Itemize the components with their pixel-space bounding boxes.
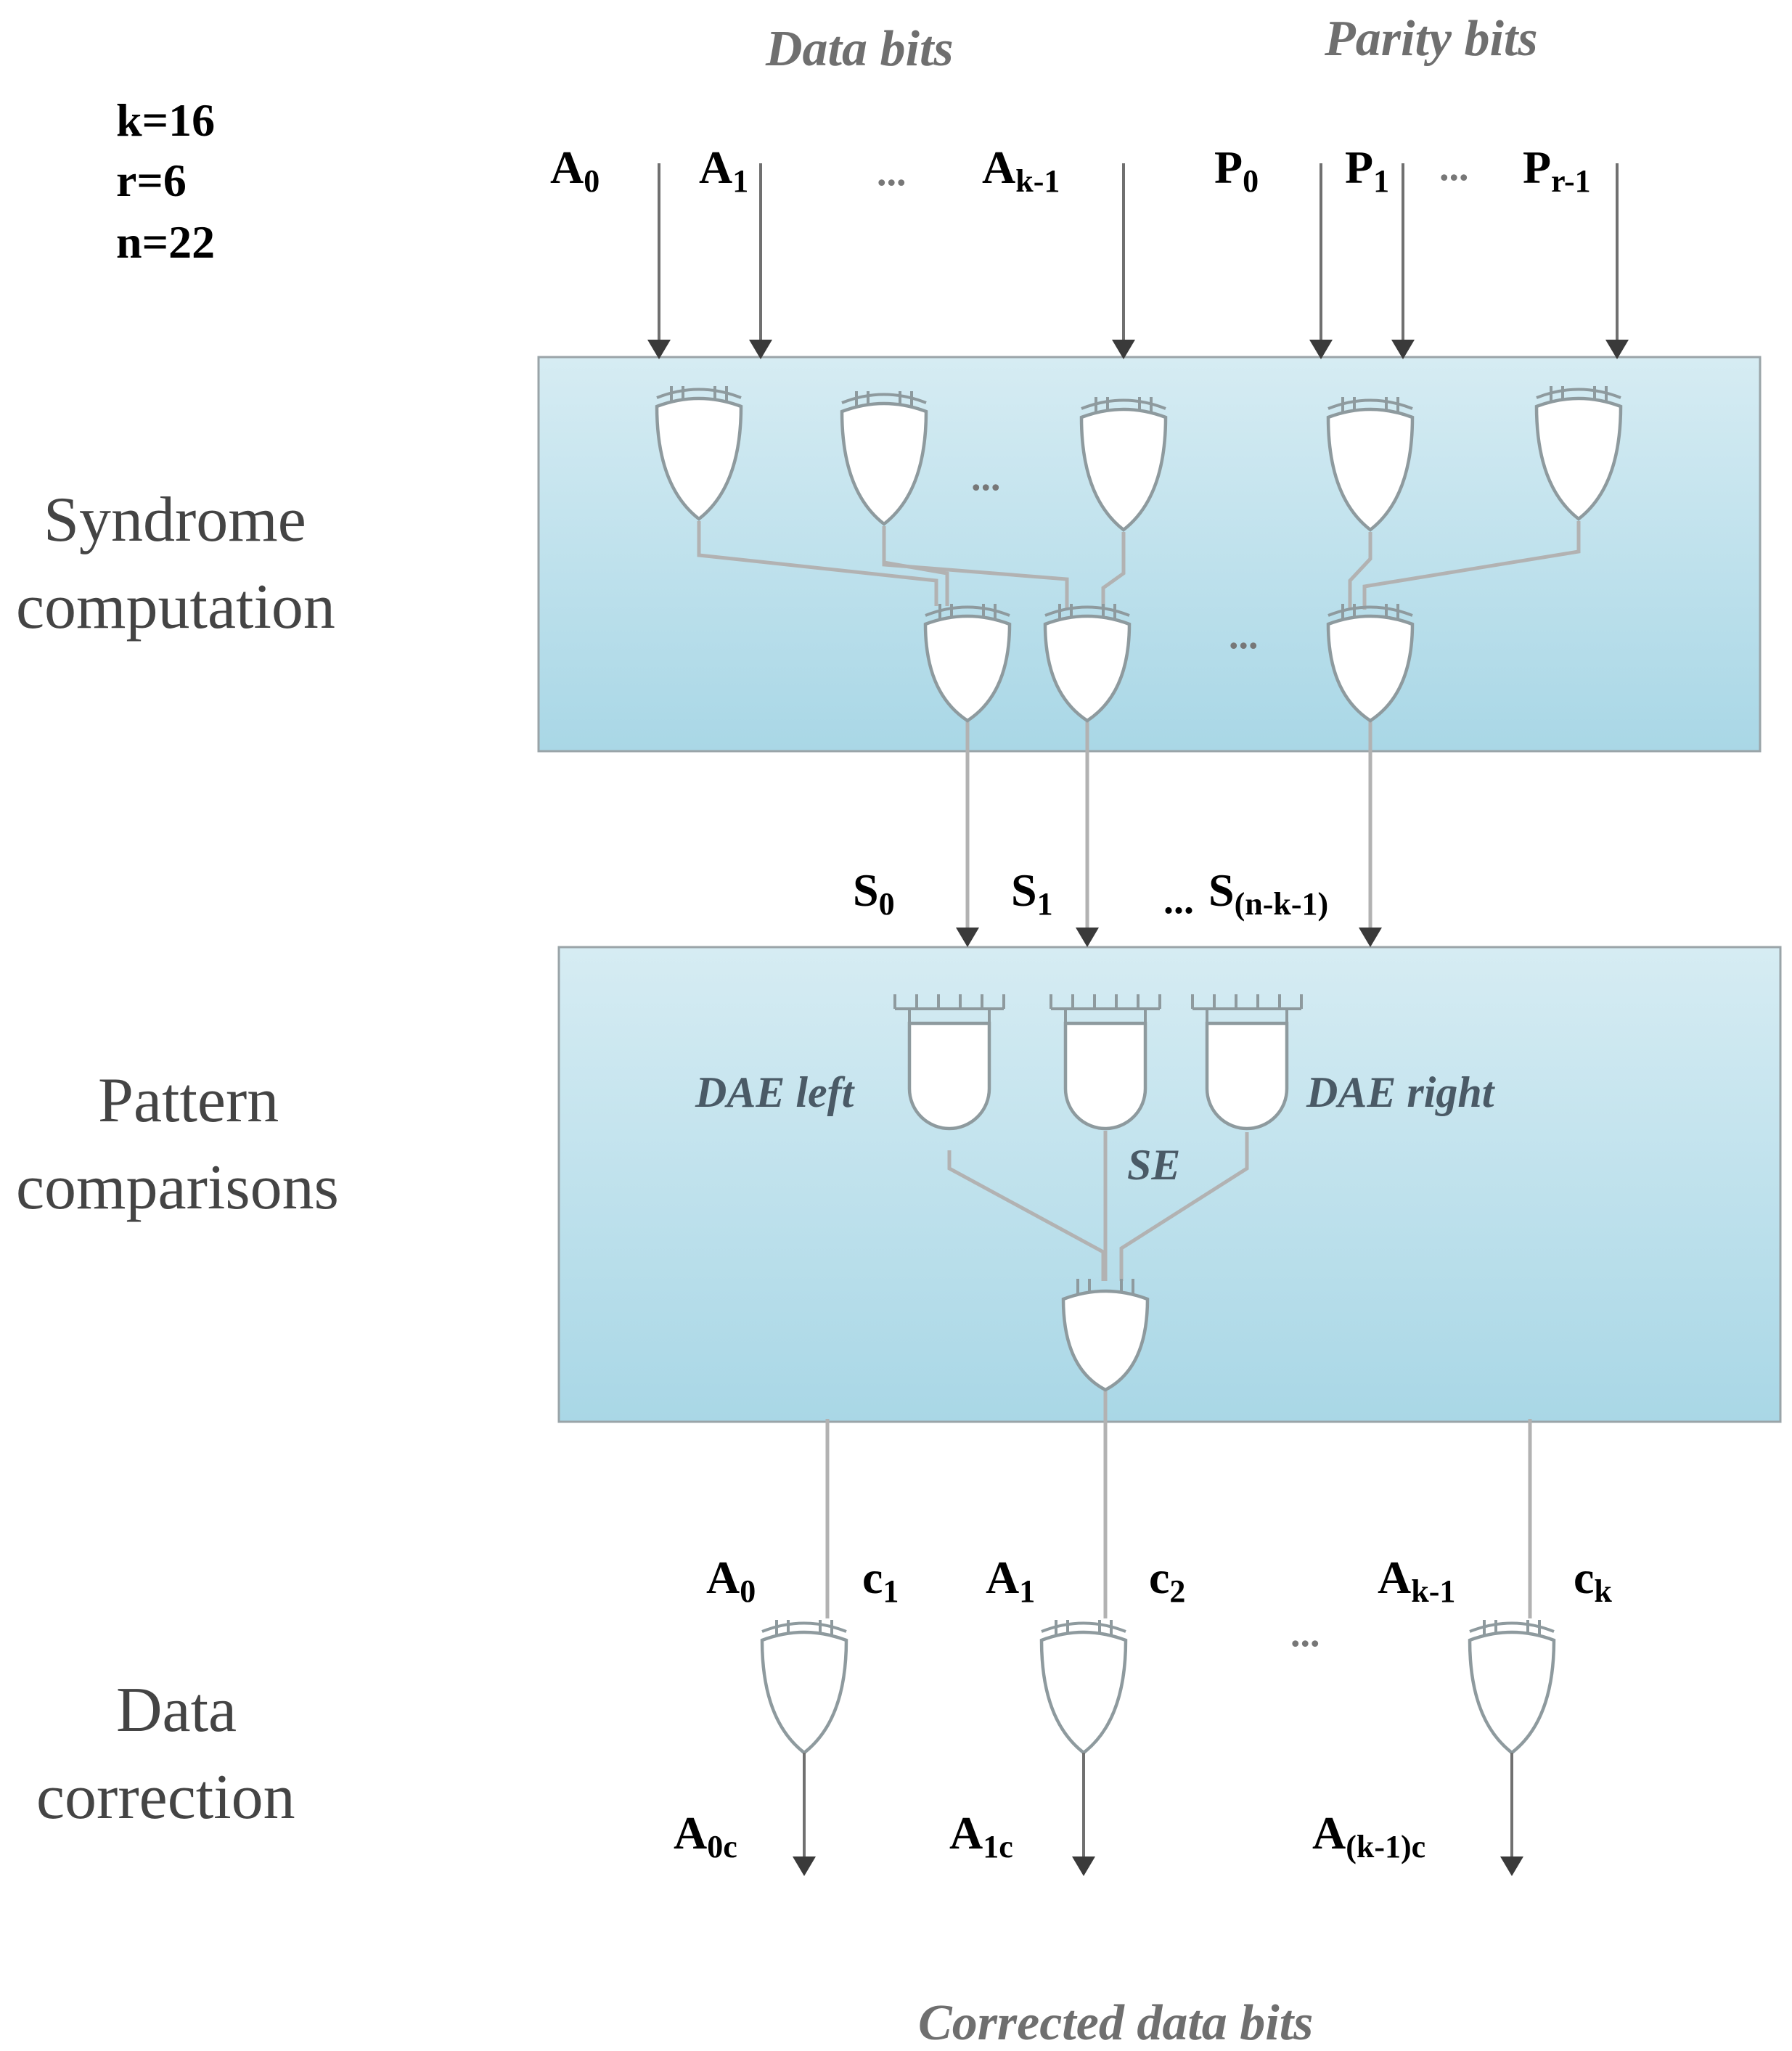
- input-label-p1: P1: [1345, 142, 1389, 199]
- xor-gate: [840, 391, 928, 526]
- pattern-comparison-block: [557, 946, 1782, 1423]
- stage-label-pattern-line1: Pattern: [98, 1065, 279, 1136]
- xor-gate: [1079, 397, 1168, 532]
- wire-dae-right-to-or: [1119, 1132, 1249, 1281]
- xor-gate: [1039, 1620, 1128, 1755]
- syndrome-ellipsis-row2: ...: [1229, 613, 1259, 657]
- wire-xor3-to-xor7: [1101, 532, 1126, 610]
- stage-label-syndrome-line1: Syndrome: [44, 485, 306, 555]
- syndrome-label-sn: S(n-k-1): [1208, 864, 1328, 922]
- xor-gate: [655, 386, 743, 521]
- correction-label-ak-1: Ak-1: [1378, 1552, 1455, 1609]
- input-arrowhead-a1: [749, 340, 772, 359]
- parity-bits-label: Parity bits: [1324, 11, 1538, 67]
- output-label-ak-1c: A(k-1)c: [1312, 1807, 1425, 1864]
- and-gate-dae-right: [1191, 994, 1303, 1131]
- pattern-wiring: [825, 1131, 1532, 1618]
- syndrome-arrowhead-s1: [1076, 928, 1099, 947]
- corrected-data-bits-label: Corrected data bits: [918, 1995, 1313, 2051]
- input-label-a0: A0: [550, 142, 600, 199]
- param-k: k=16: [116, 94, 215, 146]
- xor-gate: [1326, 604, 1415, 723]
- dae-right-label: DAE right: [1306, 1068, 1496, 1116]
- syndrome-arrowhead-s0: [956, 928, 979, 947]
- xor-gate: [1043, 604, 1132, 723]
- syndrome-ellipsis-row1: ...: [971, 455, 1001, 499]
- input-label-ak-1: Ak-1: [982, 142, 1060, 199]
- output-arrowhead-a0c: [793, 1856, 816, 1876]
- wire-dae-left-to-or: [947, 1150, 1105, 1281]
- dae-left-label: DAE left: [695, 1068, 856, 1116]
- wire-xor5-to-xor8: [1362, 521, 1581, 610]
- and-gate-dae-left: [893, 994, 1005, 1131]
- output-arrows: [793, 1753, 1523, 1876]
- xor-gate: [760, 1620, 848, 1755]
- and-gate-se: [1050, 994, 1161, 1131]
- syndrome-arrowhead-sn: [1359, 928, 1382, 947]
- xor-gate: [1534, 386, 1623, 521]
- xor-gate-layer1: [655, 386, 1623, 532]
- input-label-p0: P0: [1214, 142, 1259, 199]
- output-label-a1c: A1c: [949, 1807, 1013, 1864]
- stage-label-correction: Data correction: [36, 1675, 295, 1833]
- xor-gate: [1468, 1620, 1556, 1755]
- input-ellipsis-parity: ...: [1439, 145, 1469, 189]
- stage-label-syndrome-line2: computation: [16, 572, 335, 642]
- stage-label-correction-line1: Data: [116, 1675, 237, 1745]
- output-arrowhead-ak-1c: [1500, 1856, 1523, 1876]
- output-arrowhead-a1c: [1072, 1856, 1095, 1876]
- xor-gate-layer2: [923, 604, 1415, 723]
- correction-label-ck: ck: [1574, 1552, 1612, 1609]
- wire-xor4-to-xor8: [1348, 532, 1372, 610]
- param-n: n=22: [116, 216, 215, 268]
- data-bits-label: Data bits: [765, 21, 954, 77]
- wire-xor2-to-xor7: [882, 533, 1069, 610]
- input-arrowhead-p0: [1309, 340, 1333, 359]
- xor-gate: [923, 604, 1012, 723]
- syndrome-wiring: [697, 521, 1581, 929]
- se-label: SE: [1127, 1141, 1180, 1189]
- output-label-a0c: A0c: [674, 1807, 737, 1864]
- param-r: r=6: [116, 155, 187, 206]
- stage-label-pattern-line2: comparisons: [16, 1153, 339, 1223]
- correction-label-a0: A0: [706, 1552, 756, 1609]
- input-arrows: [647, 163, 1629, 359]
- syndrome-ellipsis: ...: [1163, 877, 1194, 922]
- input-arrowhead-pr-1: [1605, 340, 1629, 359]
- input-label-a1: A1: [699, 142, 748, 199]
- correction-ellipsis: ...: [1290, 1611, 1320, 1655]
- correction-label-a1: A1: [986, 1552, 1035, 1609]
- input-arrowhead-p1: [1391, 340, 1415, 359]
- wire-xor1-to-xor6: [697, 521, 938, 606]
- or-gate-pattern: [1061, 1279, 1150, 1392]
- input-ellipsis-data: ...: [877, 150, 907, 194]
- correction-label-c2: c2: [1149, 1552, 1185, 1609]
- stage-label-pattern: Pattern comparisons: [16, 1065, 339, 1223]
- input-arrowhead-a0: [647, 340, 671, 359]
- syndrome-label-s0: S0: [853, 864, 895, 922]
- input-arrowhead-ak-1: [1112, 340, 1135, 359]
- stage-label-syndrome: Syndrome computation: [16, 485, 335, 642]
- correction-label-c1: c1: [862, 1552, 899, 1609]
- xor-gate: [1326, 397, 1415, 532]
- syndrome-label-s1: S1: [1011, 864, 1053, 922]
- input-label-pr-1: Pr-1: [1523, 142, 1591, 199]
- stage-label-correction-line2: correction: [36, 1762, 295, 1833]
- correction-xor-gates: [760, 1620, 1556, 1755]
